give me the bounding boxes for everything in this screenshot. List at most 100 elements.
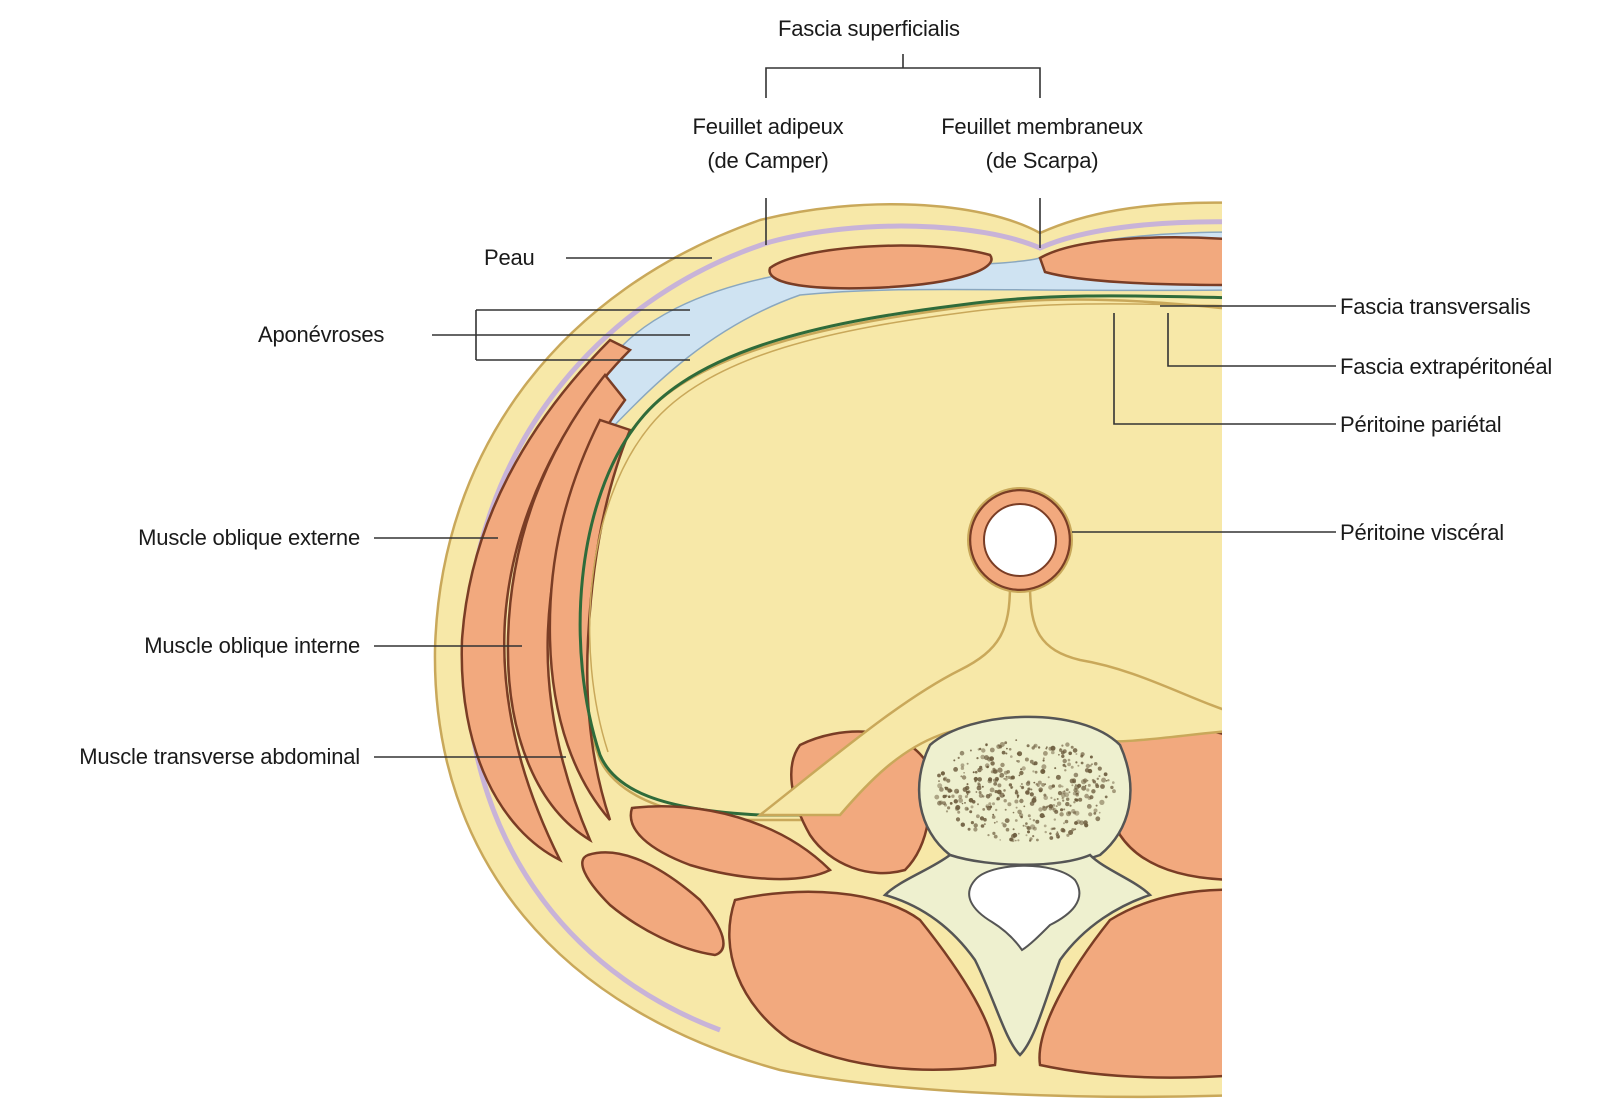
marrow-speck — [971, 805, 974, 808]
marrow-speck — [1033, 745, 1036, 748]
label-oblique-externe: Muscle oblique externe — [138, 525, 360, 551]
marrow-speck — [1017, 794, 1020, 797]
marrow-speck — [1013, 828, 1015, 830]
marrow-speck — [995, 809, 997, 811]
marrow-speck — [1032, 835, 1034, 837]
marrow-speck — [1076, 793, 1078, 795]
marrow-speck — [978, 748, 980, 750]
marrow-speck — [962, 775, 966, 779]
marrow-speck — [966, 808, 968, 810]
marrow-speck — [1049, 836, 1053, 840]
marrow-speck — [1003, 795, 1005, 797]
marrow-speck — [937, 774, 941, 778]
marrow-speck — [1038, 746, 1040, 748]
marrow-speck — [1101, 778, 1106, 783]
marrow-speck — [1042, 806, 1047, 811]
marrow-speck — [1029, 839, 1031, 841]
marrow-speck — [1030, 824, 1035, 829]
marrow-speck — [1011, 839, 1014, 842]
marrow-speck — [981, 824, 985, 828]
marrow-speck — [1068, 752, 1072, 756]
marrow-speck — [987, 834, 989, 836]
marrow-speck — [978, 783, 981, 786]
marrow-speck — [994, 835, 998, 839]
marrow-speck — [1054, 799, 1056, 801]
marrow-speck — [954, 799, 958, 803]
marrow-speck — [987, 806, 992, 811]
marrow-speck — [988, 802, 991, 805]
marrow-speck — [950, 789, 953, 792]
marrow-speck — [1090, 756, 1093, 759]
marrow-speck — [977, 777, 982, 782]
marrow-speck — [1005, 818, 1010, 823]
bracket-fascia-superficialis — [766, 54, 1040, 98]
marrow-speck — [1093, 780, 1096, 783]
marrow-speck — [1043, 757, 1045, 759]
marrow-speck — [1006, 828, 1010, 832]
marrow-speck — [1052, 828, 1054, 830]
marrow-speck — [1033, 819, 1035, 821]
marrow-speck — [1056, 805, 1058, 807]
marrow-speck — [1074, 811, 1079, 816]
marrow-speck — [1087, 804, 1092, 809]
marrow-speck — [980, 816, 984, 820]
label-fascia-transversalis: Fascia transversalis — [1340, 294, 1530, 320]
marrow-speck — [1040, 769, 1045, 774]
marrow-speck — [1023, 806, 1025, 808]
marrow-speck — [1112, 781, 1115, 784]
marrow-speck — [1073, 801, 1075, 803]
marrow-speck — [1063, 808, 1065, 810]
marrow-speck — [1071, 746, 1074, 749]
marrow-speck — [982, 795, 984, 797]
marrow-speck — [1096, 805, 1098, 807]
marrow-speck — [1098, 767, 1102, 771]
marrow-speck — [1056, 775, 1061, 780]
marrow-speck — [1005, 809, 1007, 811]
marrow-speck — [1104, 772, 1108, 776]
marrow-speck — [1004, 799, 1007, 802]
marrow-speck — [1011, 834, 1016, 839]
marrow-speck — [1075, 753, 1077, 755]
marrow-speck — [1052, 784, 1055, 787]
marrow-speck — [965, 795, 968, 798]
marrow-speck — [1065, 742, 1069, 746]
marrow-speck — [934, 795, 939, 800]
marrow-speck — [996, 744, 1001, 749]
marrow-speck — [1074, 798, 1077, 801]
marrow-speck — [1074, 828, 1076, 830]
marrow-speck — [1015, 739, 1017, 741]
marrow-speck — [1045, 831, 1047, 833]
marrow-speck — [1091, 789, 1095, 793]
marrow-speck — [1086, 764, 1090, 768]
marrow-speck — [982, 786, 984, 788]
marrow-speck — [1061, 755, 1064, 758]
marrow-speck — [976, 791, 978, 793]
marrow-speck — [1009, 748, 1012, 751]
label-transverse: Muscle transverse abdominal — [79, 744, 360, 770]
marrow-speck — [1068, 811, 1071, 814]
marrow-speck — [1077, 765, 1079, 767]
marrow-speck — [995, 779, 998, 782]
marrow-speck — [1018, 833, 1020, 835]
marrow-speck — [984, 823, 986, 825]
marrow-speck — [1110, 786, 1113, 789]
marrow-speck — [964, 802, 966, 804]
marrow-speck — [1088, 784, 1091, 787]
marrow-speck — [974, 823, 978, 827]
marrow-speck — [1020, 816, 1023, 819]
marrow-speck — [1107, 779, 1109, 781]
label-oblique-interne: Muscle oblique interne — [144, 633, 360, 659]
marrow-speck — [1073, 788, 1077, 792]
marrow-speck — [996, 821, 998, 823]
marrow-speck — [968, 790, 971, 793]
marrow-speck — [1054, 818, 1056, 820]
marrow-speck — [969, 810, 972, 813]
marrow-speck — [1046, 746, 1048, 748]
marrow-speck — [945, 795, 948, 798]
marrow-speck — [975, 771, 978, 774]
label-fascia-extraperitoneal: Fascia extrapéritonéal — [1340, 354, 1552, 380]
marrow-speck — [1095, 816, 1100, 821]
marrow-speck — [996, 798, 999, 801]
marrow-speck — [1043, 795, 1048, 800]
